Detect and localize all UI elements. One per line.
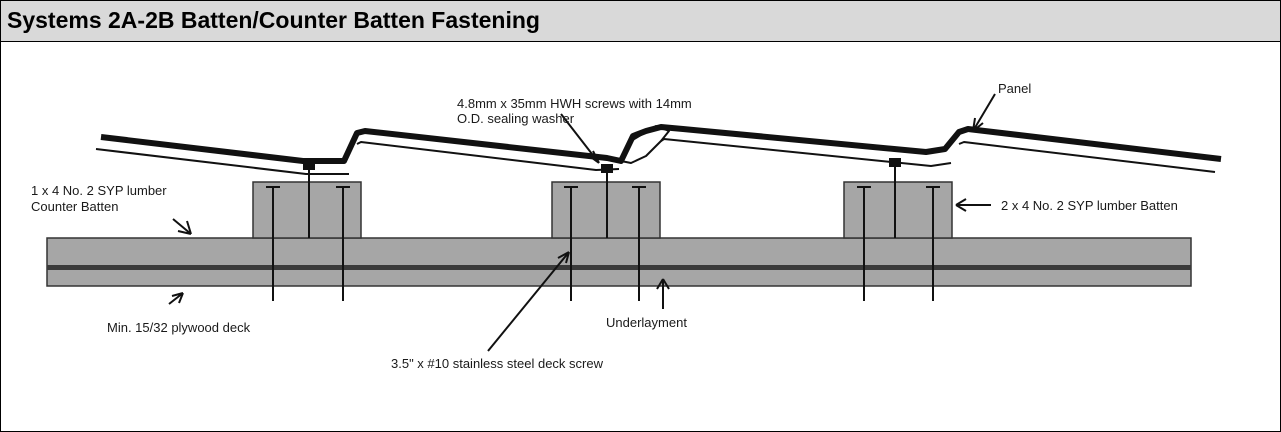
batten-right <box>843 181 953 239</box>
fastening-diagram: 4.8mm x 35mm HWH screws with 14mm O.D. s… <box>31 81 1222 371</box>
panel-lap-middle <box>620 125 670 164</box>
metal-panels <box>95 124 1222 175</box>
label-batten: 2 x 4 No. 2 SYP lumber Batten <box>1001 198 1178 213</box>
plywood-deck <box>46 237 1192 287</box>
label-underlayment: Underlayment <box>606 315 687 330</box>
label-deck-screw: 3.5" x #10 stainless steel deck screw <box>391 356 604 371</box>
panel-underside-4 <box>958 141 1216 173</box>
label-panel: Panel <box>998 81 1031 96</box>
arrow-underlayment <box>656 278 670 309</box>
arrow-counter-batten <box>172 218 192 235</box>
panel-underside-1 <box>95 148 349 175</box>
page-title: Systems 2A-2B Batten/Counter Batten Fast… <box>7 7 540 33</box>
panel-segment-1 <box>100 124 1222 164</box>
label-counter-batten-1: 1 x 4 No. 2 SYP lumber <box>31 183 167 198</box>
arrow-deck-screw <box>487 251 570 352</box>
screws <box>266 167 940 301</box>
label-counter-batten-2: Counter Batten <box>31 199 118 214</box>
leader-arrows <box>168 93 996 352</box>
arrow-plywood <box>168 292 184 305</box>
screw-head-middle <box>601 164 613 173</box>
title-bar: Systems 2A-2B Batten/Counter Batten Fast… <box>1 1 1280 42</box>
underlayment-layer <box>47 265 1191 270</box>
arrow-hwh-screw <box>560 113 600 164</box>
label-plywood-deck: Min. 15/32 plywood deck <box>107 320 251 335</box>
arrow-panel <box>972 93 996 132</box>
label-hwh-screws-2: O.D. sealing washer <box>457 111 575 126</box>
hwh-screw-heads <box>303 158 901 173</box>
screw-head-right <box>889 158 901 167</box>
arrow-batten <box>955 198 991 212</box>
label-hwh-screws-1: 4.8mm x 35mm HWH screws with 14mm <box>457 96 692 111</box>
screw-head-left <box>303 161 315 170</box>
batten-left <box>252 181 362 239</box>
